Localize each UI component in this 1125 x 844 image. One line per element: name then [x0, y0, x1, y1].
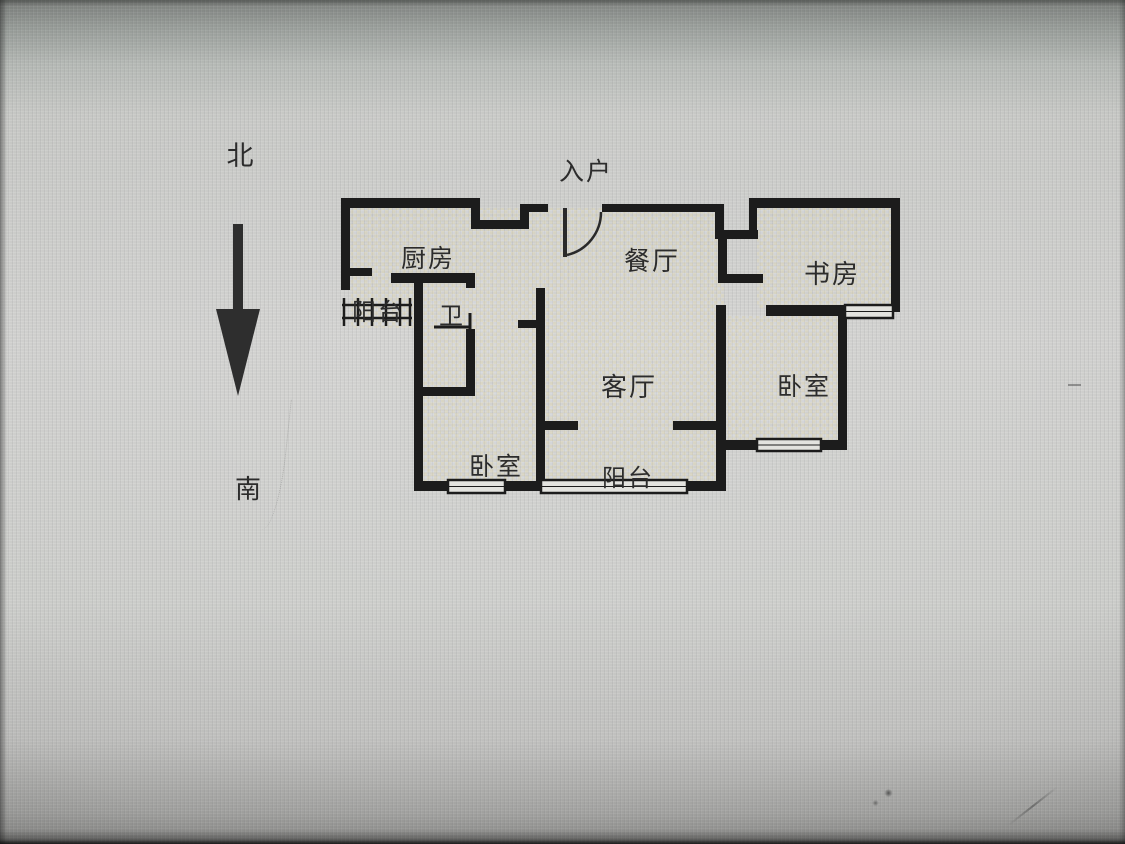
- balcony-railing: [342, 298, 412, 326]
- window-midlines: [448, 311, 893, 487]
- label-bedroom-east: 卧室: [777, 373, 831, 401]
- label-study: 书房: [804, 259, 860, 289]
- label-north: 北: [227, 141, 256, 171]
- label-living: 客厅: [601, 372, 657, 402]
- label-south: 南: [235, 474, 263, 504]
- label-entrance: 入户: [559, 158, 613, 186]
- room-moire-tint: [351, 208, 891, 481]
- entrance-door-swing: [563, 208, 603, 257]
- north-arrow-icon: [216, 224, 260, 396]
- walls: [341, 198, 900, 491]
- label-balcony-west: 阳台: [352, 299, 404, 326]
- label-balcony-south: 阳台: [602, 465, 654, 492]
- label-kitchen: 厨房: [401, 245, 455, 273]
- label-dining: 餐厅: [624, 246, 680, 276]
- label-bathroom: 卫: [439, 303, 465, 330]
- bathroom-door-mark: [434, 313, 472, 336]
- label-bedroom-south: 卧室: [469, 453, 523, 481]
